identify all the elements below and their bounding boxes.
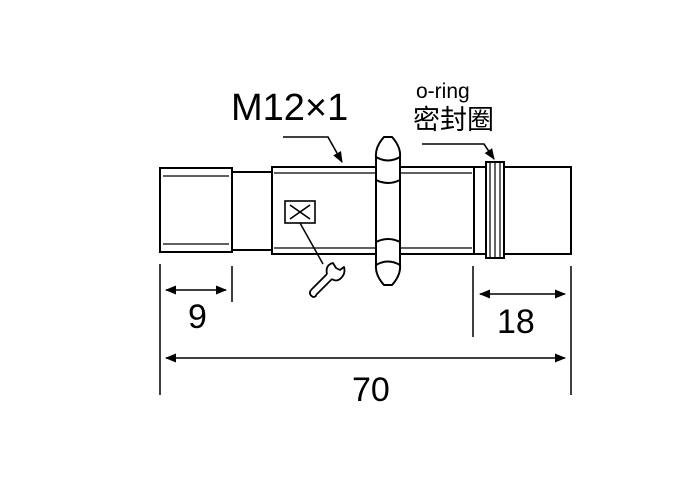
dimension-70-label: 70: [352, 371, 390, 409]
thread-size-label: M12×1: [231, 87, 348, 129]
oring-leader: [422, 143, 495, 160]
thread-leader: [283, 136, 343, 163]
oring-section: [473, 161, 505, 259]
wrench-icon: [308, 262, 346, 298]
dimension-9-label: 9: [188, 298, 207, 336]
left-end-cap: [159, 167, 233, 253]
sensing-head: [503, 166, 572, 255]
led-indicator-icon: [284, 200, 316, 224]
oring-label-cn: 密封圈: [413, 105, 494, 135]
dimension-18-label: 18: [497, 303, 535, 341]
neck-section: [232, 171, 272, 251]
extension-lines: [159, 264, 572, 395]
oring-label-en: o-ring: [416, 80, 470, 103]
led-leader-line: [299, 222, 324, 265]
hex-nut: [374, 136, 402, 286]
